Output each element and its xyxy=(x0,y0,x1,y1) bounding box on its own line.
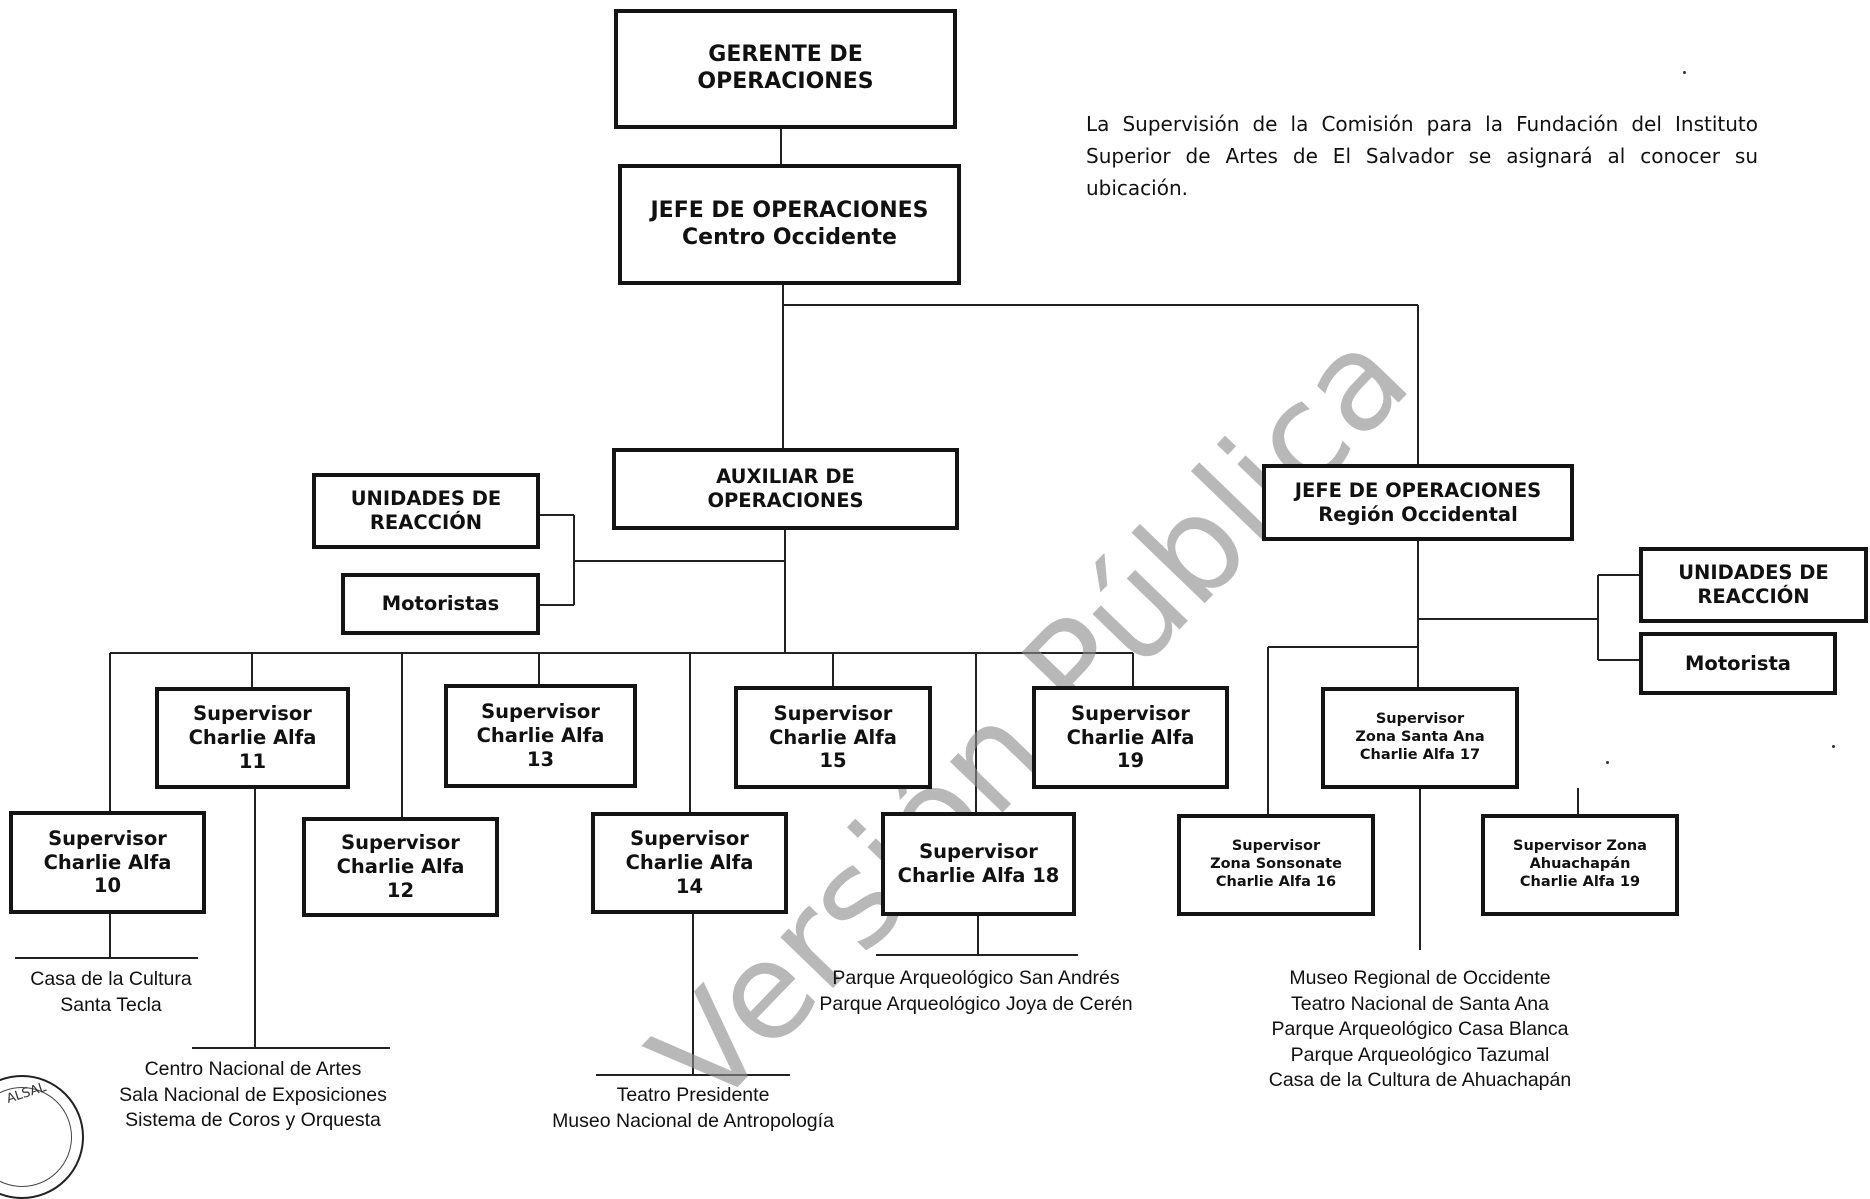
unidades-right-line-2: REACCIÓN xyxy=(1697,585,1810,608)
connector-lines xyxy=(15,128,1640,1076)
supervisor-15: Supervisor Charlie Alfa 15 xyxy=(734,686,932,789)
loc-region-3: Parque Arqueológico Casa Blanca xyxy=(1271,1018,1569,1041)
supervisor-10: Supervisor Charlie Alfa 10 xyxy=(9,811,206,914)
s19-line-3: 19 xyxy=(1116,749,1145,773)
loc-s11-3: Sistema de Coros y Orquesta xyxy=(125,1109,381,1132)
sonsonate-line-3: Charlie Alfa 16 xyxy=(1215,873,1337,890)
auxiliar-box: AUXILIAR DE OPERACIONES xyxy=(612,448,959,530)
s11-line-2: Charlie Alfa xyxy=(188,726,317,750)
locations-s14: Teatro Presidente Museo Nacional de Antr… xyxy=(538,1083,848,1134)
s12-line-2: Charlie Alfa xyxy=(336,855,465,879)
unidades-left-line-2: REACCIÓN xyxy=(369,511,483,534)
s14-line-1: Supervisor xyxy=(630,827,749,851)
s10-line-1: Supervisor xyxy=(48,826,167,850)
motoristas-left: Motoristas xyxy=(341,573,540,635)
supervisor-12: Supervisor Charlie Alfa 12 xyxy=(302,817,499,917)
s18-line-1: Supervisor xyxy=(919,840,1038,864)
loc-region-5: Casa de la Cultura de Ahuachapán xyxy=(1268,1069,1572,1092)
stray-dot xyxy=(1606,761,1609,764)
locations-s18: Parque Arqueológico San Andrés Parque Ar… xyxy=(800,966,1152,1017)
s11-line-1: Supervisor xyxy=(193,702,312,726)
supervisor-11: Supervisor Charlie Alfa 11 xyxy=(155,687,350,789)
supervisor-14: Supervisor Charlie Alfa 14 xyxy=(591,812,788,914)
supervisor-sonsonate: Supervisor Zona Sonsonate Charlie Alfa 1… xyxy=(1177,814,1375,916)
loc-s18-1: Parque Arqueológico San Andrés xyxy=(832,967,1120,989)
jefe-centro-line-1: JEFE DE OPERACIONES xyxy=(650,197,929,223)
stray-dot xyxy=(1683,71,1686,74)
loc-s11-1: Centro Nacional de Artes xyxy=(144,1058,362,1080)
unidades-right-line-1: UNIDADES DE xyxy=(1678,561,1829,585)
s13-line-1: Supervisor xyxy=(481,700,600,724)
jefe-region-line-2: Región Occidental xyxy=(1318,502,1518,526)
gerente-line-1: GERENTE DE xyxy=(708,42,863,68)
locations-s10: Casa de la Cultura Santa Tecla xyxy=(11,967,211,1018)
s13-line-2: Charlie Alfa xyxy=(476,724,605,748)
jefe-region-line-1: JEFE DE OPERACIONES xyxy=(1294,478,1542,502)
unidades-left-line-1: UNIDADES DE xyxy=(350,487,502,511)
ahuachapan-line-3: Charlie Alfa 19 xyxy=(1519,873,1641,890)
s10-line-2: Charlie Alfa xyxy=(43,850,172,874)
loc-s10-1: Casa de la Cultura xyxy=(30,968,192,990)
locations-s11: Centro Nacional de Artes Sala Nacional d… xyxy=(103,1057,403,1134)
loc-region-4: Parque Arqueológico Tazumal xyxy=(1290,1043,1550,1066)
santa-ana-line-3: Charlie Alfa 17 xyxy=(1359,746,1481,763)
supervisor-santa-ana: Supervisor Zona Santa Ana Charlie Alfa 1… xyxy=(1321,687,1519,789)
loc-region-1: Museo Regional de Occidente xyxy=(1289,967,1551,989)
loc-s14-2: Museo Nacional de Antropología xyxy=(552,1109,834,1132)
s19-line-1: Supervisor xyxy=(1071,701,1190,725)
jefe-centro-line-2: Centro Occidente xyxy=(682,224,897,250)
s14-line-3: 14 xyxy=(675,874,704,898)
s14-line-2: Charlie Alfa xyxy=(625,851,754,875)
s12-line-3: 12 xyxy=(386,878,415,902)
s13-line-3: 13 xyxy=(526,747,555,771)
loc-s10-2: Santa Tecla xyxy=(60,993,162,1016)
s19-line-2: Charlie Alfa xyxy=(1066,725,1195,749)
auxiliar-line-2: OPERACIONES xyxy=(707,489,864,512)
gerente-line-2: OPERACIONES xyxy=(697,69,874,94)
stray-dot xyxy=(1832,745,1835,748)
s12-line-1: Supervisor xyxy=(341,831,460,855)
s15-line-1: Supervisor xyxy=(773,701,893,725)
loc-region-2: Teatro Nacional de Santa Ana xyxy=(1290,992,1549,1015)
s15-line-2: Charlie Alfa xyxy=(769,725,897,749)
sonsonate-line-1: Supervisor xyxy=(1231,838,1321,855)
ahuachapan-line-2: Ahuachapán xyxy=(1529,856,1631,873)
motoristas-left-label: Motoristas xyxy=(381,592,500,616)
santa-ana-line-1: Supervisor xyxy=(1375,711,1465,728)
gerente-box: GERENTE DE OPERACIONES xyxy=(614,9,957,129)
motorista-right: Motorista xyxy=(1639,632,1837,695)
s11-line-3: 11 xyxy=(238,749,267,773)
unidades-reaccion-right: UNIDADES DE REACCIÓN xyxy=(1639,547,1868,623)
unidades-reaccion-left: UNIDADES DE REACCIÓN xyxy=(312,473,540,549)
s10-line-3: 10 xyxy=(93,874,122,898)
motorista-right-label: Motorista xyxy=(1685,651,1791,675)
supervisor-13: Supervisor Charlie Alfa 13 xyxy=(444,684,637,788)
auxiliar-line-1: AUXILIAR DE xyxy=(716,465,855,489)
jefe-region-box: JEFE DE OPERACIONES Región Occidental xyxy=(1262,464,1574,541)
loc-s11-2: Sala Nacional de Exposiciones xyxy=(119,1083,387,1106)
locations-region: Museo Regional de Occidente Teatro Nacio… xyxy=(1240,966,1600,1094)
ahuachapan-line-1: Supervisor Zona xyxy=(1513,838,1647,855)
sonsonate-line-2: Zona Sonsonate xyxy=(1210,856,1342,873)
supervisor-ahuachapan: Supervisor Zona Ahuachapán Charlie Alfa … xyxy=(1481,814,1679,916)
supervision-note: La Supervisión de la Comisión para la Fu… xyxy=(1086,112,1758,200)
supervisor-18: Supervisor Charlie Alfa 18 xyxy=(881,812,1076,916)
loc-s18-2: Parque Arqueológico Joya de Cerén xyxy=(819,992,1133,1015)
s18-line-2: Charlie Alfa 18 xyxy=(897,864,1060,887)
s15-line-3: 15 xyxy=(819,749,847,773)
jefe-centro-box: JEFE DE OPERACIONES Centro Occidente xyxy=(618,164,961,285)
santa-ana-line-2: Zona Santa Ana xyxy=(1355,729,1485,746)
supervisor-19: Supervisor Charlie Alfa 19 xyxy=(1032,686,1229,789)
loc-s14-1: Teatro Presidente xyxy=(616,1084,770,1106)
